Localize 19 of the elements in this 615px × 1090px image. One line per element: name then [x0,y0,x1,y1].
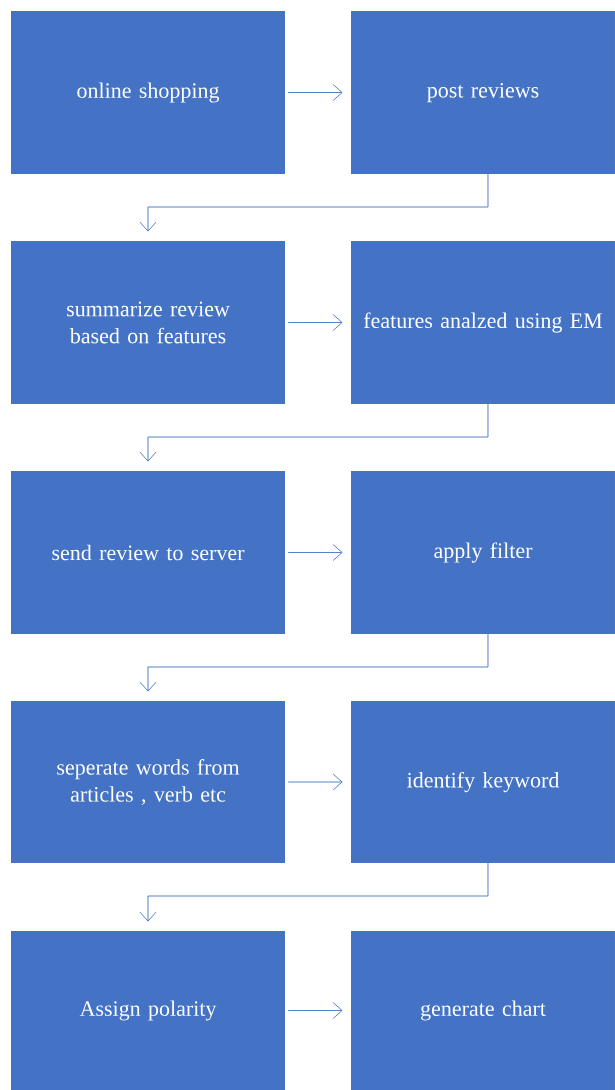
arrow [287,84,343,101]
arrow [139,633,489,692]
process-box: Assign polarity [11,931,285,1090]
arrow [139,862,489,922]
arrow [287,1002,343,1019]
arrow [287,314,343,331]
process-box: online shopping [11,11,285,174]
process-box: post reviews [351,11,615,174]
arrow [287,773,343,791]
process-box: seperate words from articles , verb etc [11,701,285,863]
process-box: send review to server [11,471,285,634]
process-box: identify keyword [351,701,615,863]
process-box: features analzed using EM [351,241,615,404]
process-box: generate chart [351,931,615,1090]
process-box: apply filter [351,471,615,634]
arrow [139,403,489,462]
arrow [139,173,489,232]
process-box: summarize review based on features [11,241,285,404]
arrow [287,544,343,561]
